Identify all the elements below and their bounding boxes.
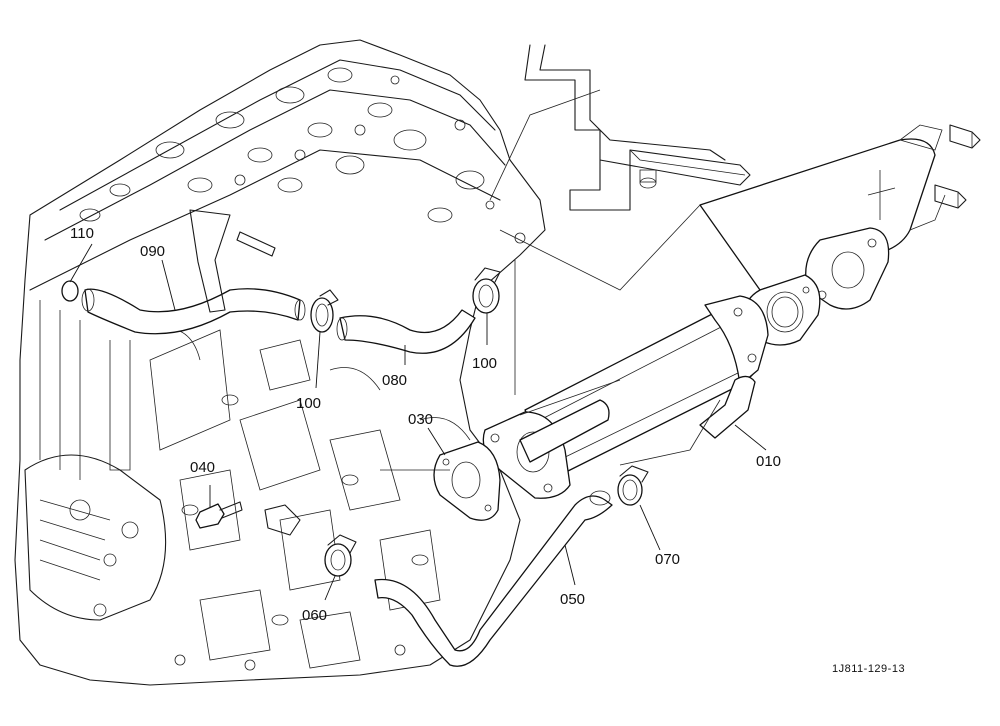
label-110: 110 — [70, 225, 94, 242]
bolt-040 — [195, 501, 243, 529]
flange-bolts — [934, 124, 981, 209]
label-060: 060 — [302, 607, 327, 624]
label-070: 070 — [655, 551, 680, 568]
assembly-lines — [380, 89, 721, 471]
clamp-100-right — [472, 267, 501, 314]
engine-block — [14, 39, 546, 686]
label-030: 030 — [408, 411, 433, 428]
label-090: 090 — [140, 243, 165, 260]
label-010: 010 — [756, 453, 781, 470]
o-ring-110 — [61, 280, 79, 302]
egr-cooler — [482, 295, 769, 499]
label-100-right: 100 — [472, 355, 497, 372]
label-050: 050 — [560, 591, 585, 608]
mounting-bracket — [524, 44, 751, 211]
reference-code: 1J811-129-13 — [832, 663, 905, 675]
flange-gasket-upper — [805, 227, 890, 310]
hose-080 — [336, 309, 476, 354]
label-100-left: 100 — [296, 395, 321, 412]
hose-090 — [81, 209, 306, 335]
gasket-030 — [433, 441, 501, 521]
clamp-060 — [324, 534, 357, 577]
clamp-070 — [617, 465, 649, 506]
label-080: 080 — [382, 372, 407, 389]
engine-stud — [264, 504, 301, 536]
leader-lines — [69, 243, 767, 601]
hose-050 — [374, 490, 613, 667]
label-040: 040 — [190, 459, 215, 476]
clamp-100-left — [310, 289, 339, 333]
